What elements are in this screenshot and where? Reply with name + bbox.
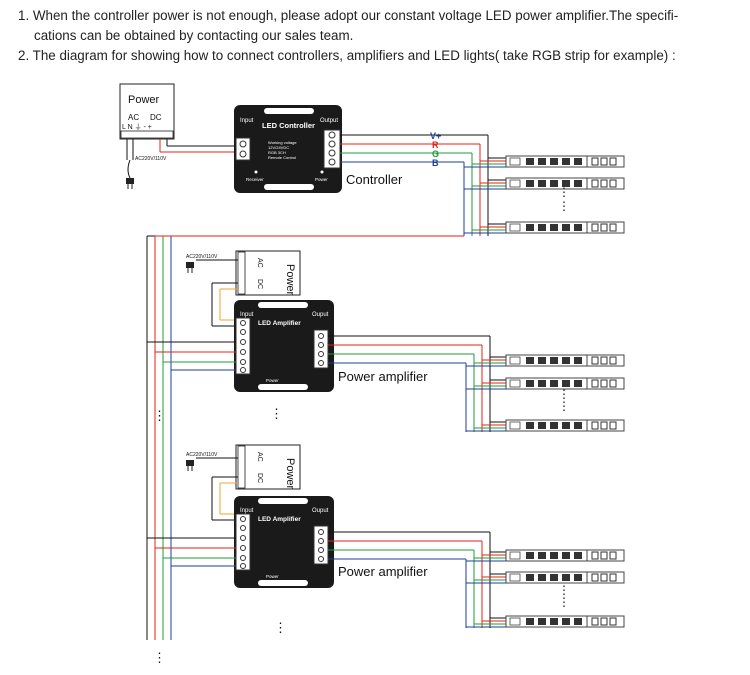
amp2-title: LED Amplifier (258, 516, 301, 523)
amp1-power-label: Power (284, 264, 296, 296)
note-1-line-2: cations can be obtained by contacting ou… (34, 28, 354, 43)
led-strip-3c (505, 615, 625, 628)
amp2-output: Ouput (312, 508, 329, 514)
led-controller: Input Output LED Controller DC+ DC- Work… (234, 105, 342, 193)
amp1-plug-label: AC220V/110V (186, 254, 218, 260)
amp2-ac-label: AC (256, 452, 263, 462)
controller-power: Power (315, 177, 328, 182)
led-amplifier-2: Input Ouput LED Amplifier Power (234, 496, 334, 588)
ac-plug-1: AC220V/110V (125, 139, 167, 190)
instructions: 1. When the controller power is not enou… (18, 6, 743, 66)
amp1-title: LED Amplifier (258, 320, 301, 327)
power-supply-2: Power AC DC (235, 250, 301, 296)
led-strip-1c (505, 221, 625, 234)
amp2-caption: Power amplifier (338, 564, 428, 579)
strip-bus-1 (463, 135, 506, 236)
svg-text:⋮: ⋮ (558, 387, 570, 401)
wire-label-b: B (432, 158, 439, 168)
wire-label-vplus: V+ (430, 131, 441, 141)
led-strip-3a (505, 549, 625, 562)
led-amplifier-1: Input Ouput LED Amplifier Power (234, 300, 334, 392)
svg-text:⋮: ⋮ (270, 406, 283, 421)
signal-bus-left (146, 235, 464, 640)
amp1-input: Input (240, 312, 254, 318)
svg-text:⋮: ⋮ (558, 595, 570, 609)
power-supply-1: Power AC DC L N ⏚ - + (119, 83, 175, 140)
led-strip-2c (505, 419, 625, 432)
svg-text:⋮: ⋮ (153, 408, 166, 423)
power-terminals-label: L N ⏚ - + (122, 123, 152, 131)
power-supply-3: Power AC DC (235, 444, 301, 490)
amp2-plug-label: AC220V/110V (186, 452, 218, 458)
svg-text:⋮: ⋮ (558, 583, 570, 597)
power-supply-title: Power (128, 94, 160, 106)
wire-label-r: R (432, 140, 439, 150)
led-strip-1a (505, 155, 625, 168)
controller-title: LED Controller (262, 121, 315, 130)
controller-info-2: 12V/24VDC (268, 145, 289, 150)
amp2-output-wires (328, 531, 506, 628)
strip-ellipsis-1: ⋮ (558, 185, 570, 199)
amp2-dc-label: DC (256, 473, 263, 483)
led-strip-2a (505, 354, 625, 367)
amp2-power-label: Power (284, 458, 296, 490)
note-1-line-1: 1. When the controller power is not enou… (18, 8, 679, 23)
controller-info-1: Working voltage (268, 140, 297, 145)
controller-info-3: RGB 3CH (268, 150, 286, 155)
amp1-power: Power (266, 378, 279, 383)
controller-output-label: Output (320, 118, 338, 124)
amp1-dc-label: DC (256, 279, 263, 289)
amp1-ac-label: AC (256, 258, 263, 268)
svg-text:⋮: ⋮ (153, 650, 166, 665)
controller-receiver: Receiver (246, 177, 264, 182)
controller-output-wires (340, 134, 488, 163)
svg-text:⋮: ⋮ (274, 620, 287, 635)
amp2-power: Power (266, 574, 279, 579)
controller-input-label: Input (240, 118, 254, 124)
svg-text:⋮: ⋮ (558, 399, 570, 413)
plug-label-1: AC220V/110V (135, 156, 167, 162)
note-2: 2. The diagram for showing how to connec… (18, 48, 676, 63)
controller-caption: Controller (346, 172, 403, 187)
power-dc-label: DC (150, 113, 162, 122)
amp1-output: Ouput (312, 312, 329, 318)
amp1-output-wires (328, 335, 506, 432)
led-strip-3b (505, 571, 625, 584)
svg-text:⋮: ⋮ (558, 199, 570, 213)
controller-info-4: Remote Control (268, 155, 296, 160)
power-ac-label: AC (128, 113, 139, 122)
amp2-input: Input (240, 508, 254, 514)
wire-label-g: G (432, 149, 439, 159)
amp1-caption: Power amplifier (338, 369, 428, 384)
